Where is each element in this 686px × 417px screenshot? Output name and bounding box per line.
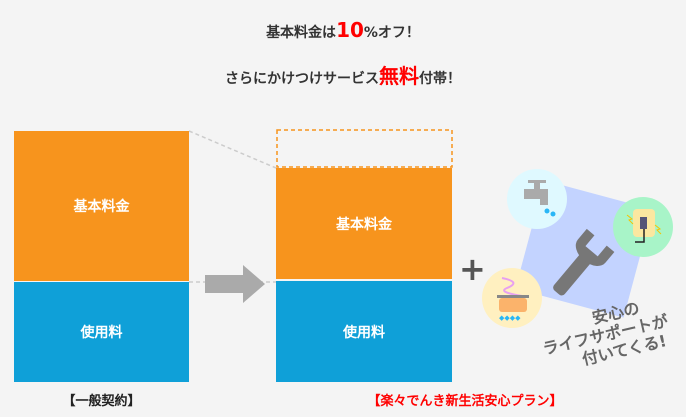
plus-icon: + (459, 250, 486, 288)
arrow-icon (205, 265, 265, 303)
wrench-icon (553, 228, 615, 296)
plan-basic-fee: 基本料金 (276, 168, 452, 279)
general-usage-fee: 使用料 (14, 282, 189, 382)
plan-label: 【楽々でんき新生活安心プラン】 (367, 394, 563, 409)
headline-line1: 基本料金は10%オフ！ (266, 18, 420, 42)
pot-icon: ◆◆◆◆ (482, 268, 542, 328)
plug-icon (613, 197, 673, 257)
general-label: 【一般契約】 (62, 394, 141, 409)
plan-usage-fee: 使用料 (276, 281, 452, 382)
faucet-icon (507, 169, 567, 229)
svg-text:◆◆◆◆: ◆◆◆◆ (499, 314, 521, 322)
headline-line2: さらにかけつけサービス無料付帯！ (225, 64, 461, 88)
general-basic-fee: 基本料金 (14, 131, 189, 281)
